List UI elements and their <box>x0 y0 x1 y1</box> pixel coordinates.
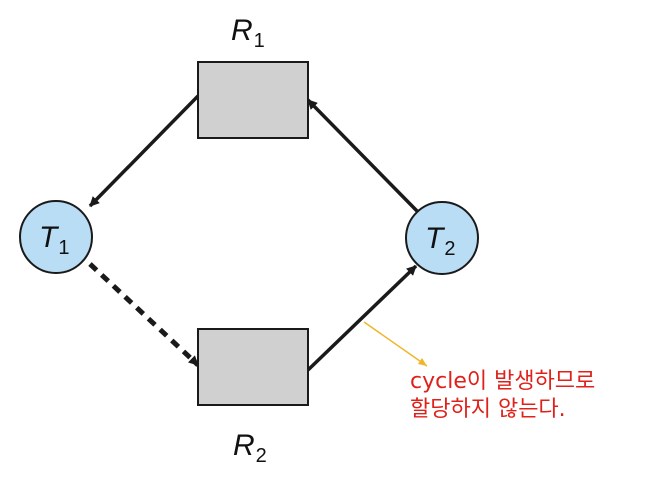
claim-edge-t1-to-r2 <box>88 262 200 367</box>
annotation-pointer-head <box>418 358 427 366</box>
resource-r1-box <box>197 61 309 139</box>
thread-t1-label: T1 <box>39 221 69 259</box>
annotation-line-1: cycle이 발생하므로 <box>410 369 596 394</box>
thread-t1-circle <box>19 200 93 274</box>
edge-r1-to-t1 <box>88 94 200 208</box>
thread-t2-label: T2 <box>425 222 455 260</box>
thread-t2-circle <box>405 201 479 275</box>
resource-r2-label: R2 <box>233 429 267 467</box>
resource-r1-label: R1 <box>231 14 265 52</box>
edge-t2-to-r1 <box>306 98 419 213</box>
annotation-pointer-line <box>363 321 428 367</box>
edge-r2-to-t2 <box>306 264 418 372</box>
annotation-line-2: 할당하지 않는다. <box>410 397 566 422</box>
resource-r2-box <box>197 328 309 406</box>
annotation-note: cycle이 발생하므로 할당하지 않는다. <box>410 368 650 424</box>
